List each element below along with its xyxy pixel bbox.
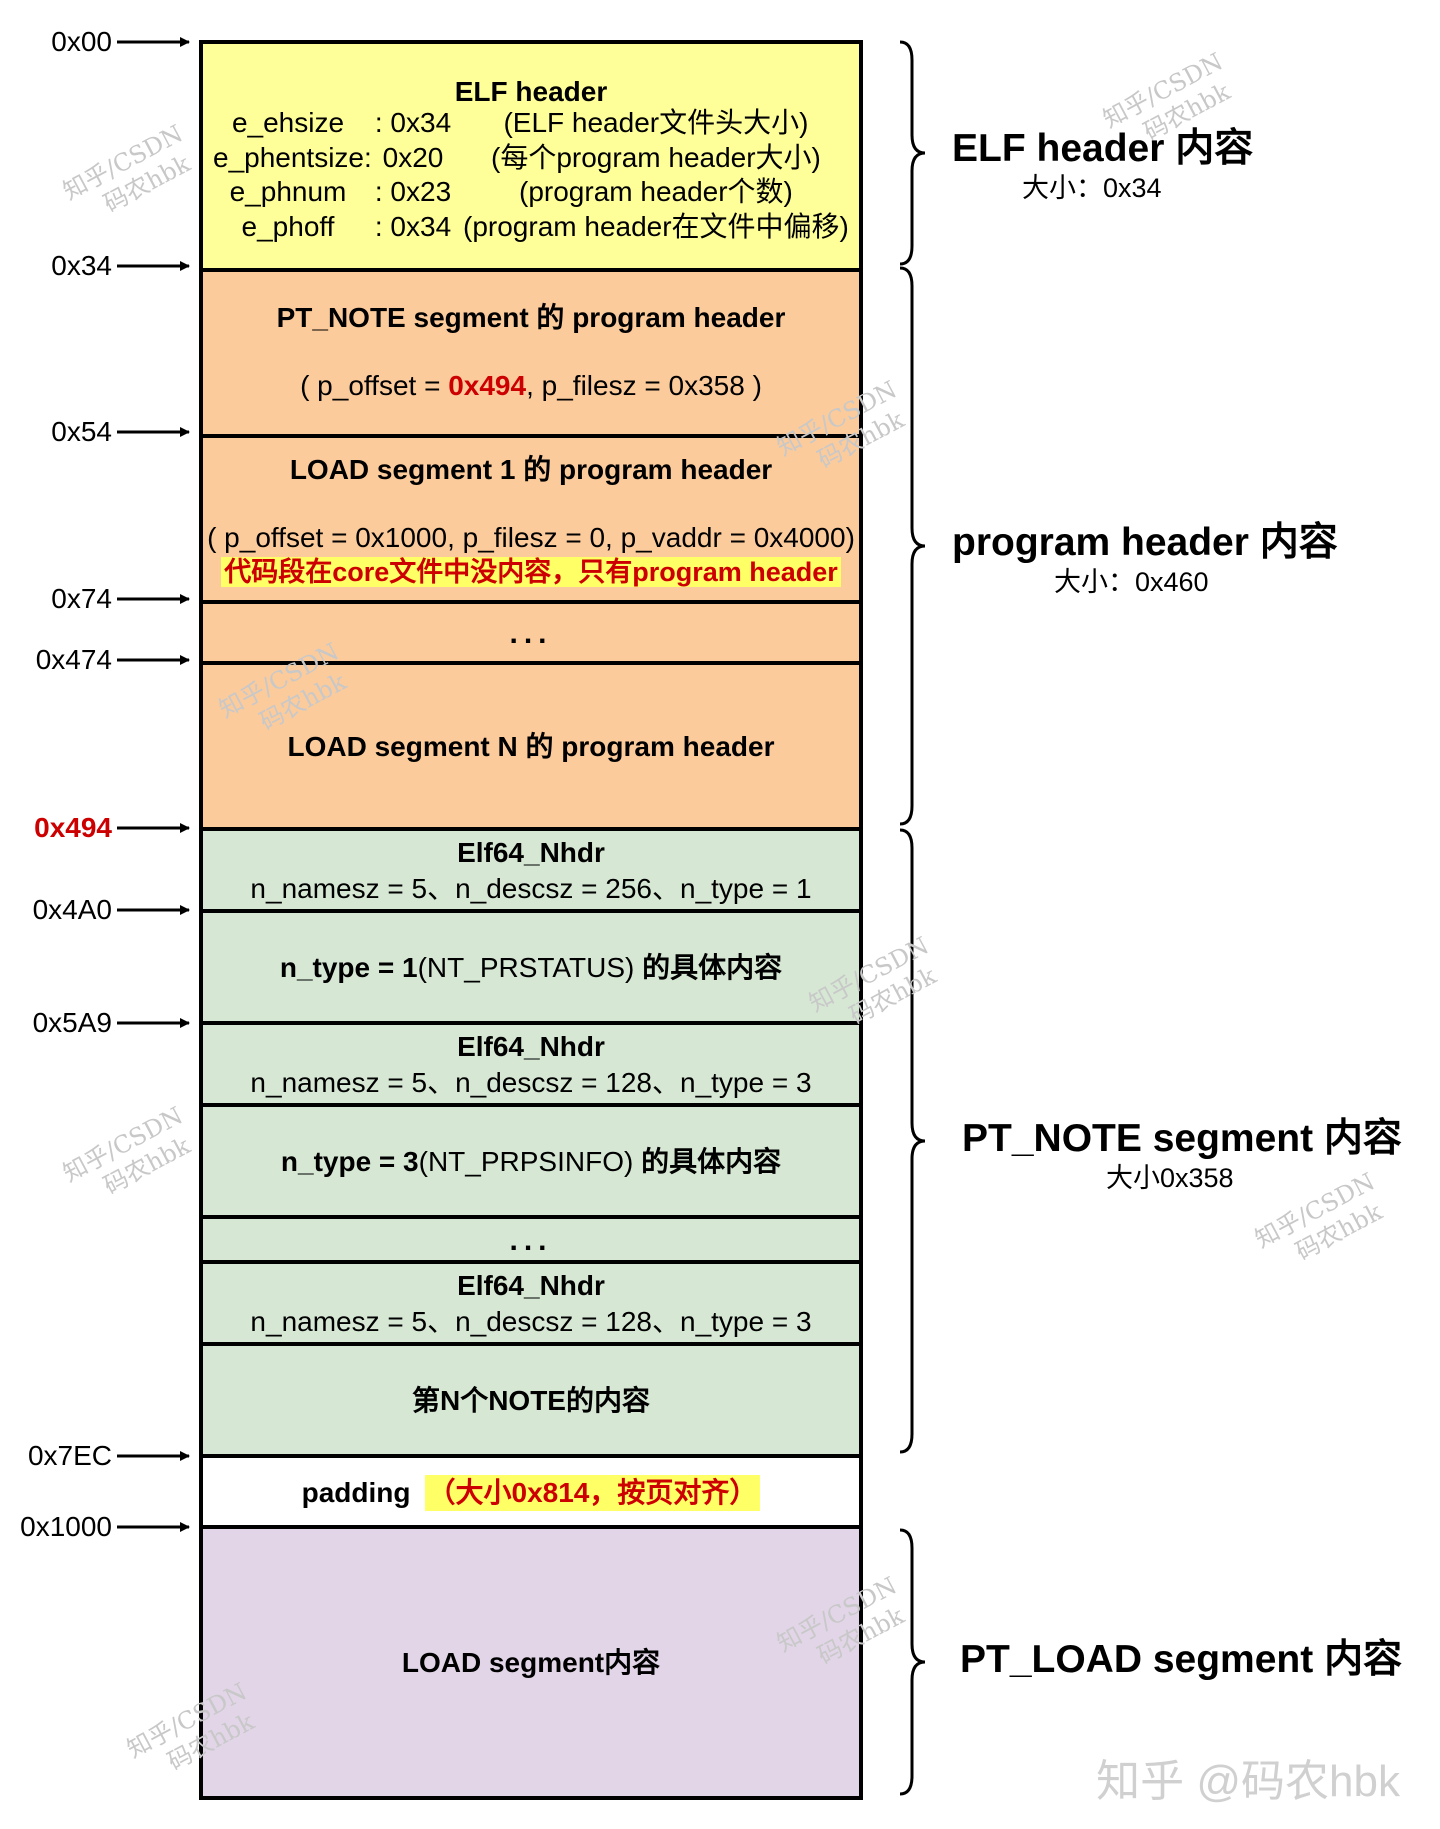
load-segment-content-block: LOAD segment内容: [203, 1525, 859, 1796]
region-title-pt-note: PT_NOTE segment 内容: [962, 1117, 1402, 1160]
note1-content: n_type = 1(NT_PRSTATUS) 的具体内容: [280, 950, 782, 986]
watermark-brand: 知乎 @码农hbk: [1096, 1757, 1400, 1806]
field-name: e_phnum: [229, 176, 347, 207]
field-value: : 0x34: [374, 210, 452, 242]
note2-type-name: (NT_PRPSINFO): [418, 1146, 634, 1177]
address-label: 0x5A9: [32, 1007, 112, 1038]
field-desc: (program header在文件中偏移): [463, 210, 849, 242]
address-label: 0x00: [51, 26, 112, 57]
note2-nhdr-title: Elf64_Nhdr: [457, 1031, 605, 1062]
noten-nhdr-block: Elf64_Nhdr n_namesz = 5、n_descsz = 128、n…: [203, 1260, 859, 1344]
ellipsis-text: ...: [509, 616, 553, 650]
pt-note-program-header-block: PT_NOTE segment 的 program header ( p_off…: [203, 268, 859, 436]
note2-nhdr-block: Elf64_Nhdr n_namesz = 5、n_descsz = 128、n…: [203, 1021, 859, 1105]
region-size-elf-header: 大小：0x34: [1022, 173, 1162, 203]
field-name: e_phoff: [241, 210, 335, 242]
load1-ph-note: 代码段在core文件中没内容，只有program header: [221, 556, 841, 588]
ellipsis-text: ...: [509, 1223, 553, 1257]
address-label: 0x474: [35, 644, 112, 675]
field-value: 0x20: [382, 141, 444, 173]
region-size-program-header: 大小：0x460: [1054, 567, 1209, 597]
region-size-pt-note: 大小0x358: [1106, 1163, 1234, 1193]
padding-block: padding （大小0x814，按页对齐）: [203, 1454, 859, 1527]
params-suffix: , p_filesz = 0x358 ): [526, 370, 762, 401]
load1-ph-title: LOAD segment 1 的 program header: [289, 454, 773, 485]
note2-content: n_type = 3(NT_PRPSINFO) 的具体内容: [281, 1144, 781, 1180]
field-value: : 0x34: [374, 107, 452, 138]
address-label: 0x74: [51, 583, 112, 614]
brace-elf-header: [899, 40, 926, 266]
pt-note-ph-title: PT_NOTE segment 的 program header: [276, 302, 786, 333]
address-label: 0x7EC: [27, 1440, 112, 1471]
field-name: e_ehsize: [231, 107, 345, 138]
load1-ph-note-text: 代码段在core文件中没内容，只有program header: [221, 557, 841, 587]
noten-nhdr-title: Elf64_Nhdr: [457, 1270, 605, 1301]
loadn-program-header-block: LOAD segment N 的 program header: [203, 661, 859, 829]
field-name: e_phentsize:: [213, 141, 372, 173]
note1-nhdr-fields: n_namesz = 5、n_descsz = 256、n_type = 1: [250, 873, 812, 904]
pt-note-ph-params: ( p_offset = 0x494, p_filesz = 0x358 ): [300, 368, 762, 404]
note1-nhdr-title: Elf64_Nhdr: [457, 837, 605, 868]
brace-program-header: [899, 266, 926, 826]
params-offset-highlight: 0x494: [448, 370, 527, 401]
padding-label: padding: [301, 1476, 411, 1508]
note-ellipsis: ...: [203, 1215, 859, 1262]
note2-content-suffix: 的具体内容: [633, 1146, 782, 1177]
program-header-ellipsis: ...: [203, 600, 859, 663]
region-title-program-header: program header 内容: [952, 521, 1338, 564]
elf-header-block: ELF header e_ehsize : 0x34 (ELF header文件…: [203, 44, 859, 272]
note1-nhdr-block: Elf64_Nhdr n_namesz = 5、n_descsz = 256、n…: [203, 827, 859, 911]
address-label: 0x54: [51, 416, 112, 447]
brace-pt-note: [899, 828, 926, 1454]
region-title-pt-load: PT_LOAD segment 内容: [960, 1638, 1403, 1681]
field-desc: (ELF header文件头大小): [503, 107, 809, 138]
padding-note: （大小0x814，按页对齐）: [424, 1474, 761, 1511]
elf-header-fields: e_ehsize : 0x34 (ELF header文件头大小) e_phen…: [213, 106, 849, 244]
note1-type-name: (NT_PRSTATUS): [417, 952, 635, 983]
loadn-ph-title: LOAD segment N 的 program header: [287, 731, 775, 762]
brace-pt-load: [899, 1528, 926, 1796]
load1-program-header-block: LOAD segment 1 的 program header ( p_offs…: [203, 434, 859, 602]
address-label: 0x1000: [20, 1511, 112, 1542]
address-label-highlighted: 0x494: [34, 812, 112, 843]
note1-type: n_type = 1: [279, 952, 418, 983]
address-label: 0x4A0: [32, 894, 112, 925]
note2-content-block: n_type = 3(NT_PRPSINFO) 的具体内容: [203, 1103, 859, 1217]
note1-content-suffix: 的具体内容: [634, 952, 783, 983]
params-prefix: ( p_offset =: [300, 370, 449, 401]
field-desc: (program header个数): [519, 176, 793, 207]
region-title-elf-header: ELF header 内容: [952, 127, 1254, 170]
elf-header-title: ELF header: [454, 76, 608, 107]
note2-type: n_type = 3: [280, 1146, 419, 1177]
core-file-layout: ELF header e_ehsize : 0x34 (ELF header文件…: [199, 40, 863, 1800]
address-label: 0x34: [51, 250, 112, 281]
note1-content-block: n_type = 1(NT_PRSTATUS) 的具体内容: [203, 909, 859, 1023]
noten-content: 第N个NOTE的内容: [411, 1385, 650, 1416]
field-value: : 0x23: [374, 176, 452, 207]
load1-ph-params: ( p_offset = 0x1000, p_filesz = 0, p_vad…: [207, 522, 855, 553]
field-desc: (每个program header大小): [491, 141, 821, 173]
load-segment-content-label: LOAD segment内容: [401, 1646, 661, 1678]
note2-nhdr-fields: n_namesz = 5、n_descsz = 128、n_type = 3: [250, 1067, 812, 1098]
noten-content-block: 第N个NOTE的内容: [203, 1342, 859, 1456]
noten-nhdr-fields: n_namesz = 5、n_descsz = 128、n_type = 3: [250, 1306, 812, 1337]
